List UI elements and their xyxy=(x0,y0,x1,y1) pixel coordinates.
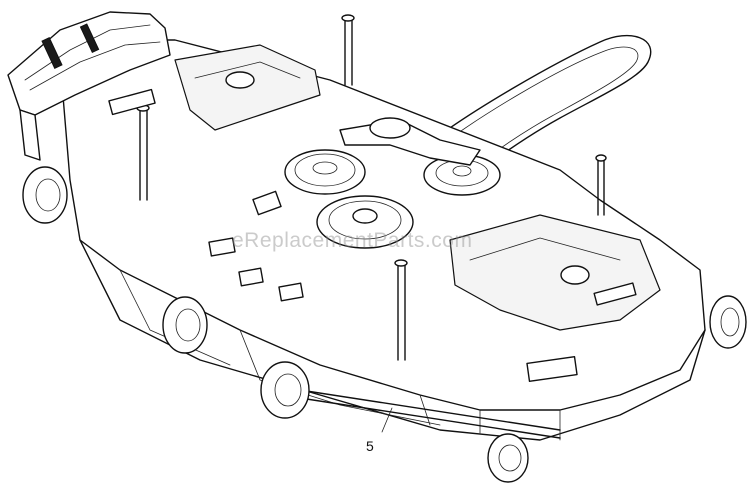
left-housing xyxy=(7,11,171,161)
deck-covers xyxy=(174,44,661,331)
adjustment-posts xyxy=(136,14,607,361)
part-callout-label: 5 xyxy=(366,438,374,454)
warning-decals xyxy=(108,88,578,382)
gauge-wheels xyxy=(22,166,747,483)
callout-leader-line xyxy=(381,407,393,433)
spindle-pulleys xyxy=(284,117,501,249)
watermark: eReplacementParts.com xyxy=(232,229,473,252)
